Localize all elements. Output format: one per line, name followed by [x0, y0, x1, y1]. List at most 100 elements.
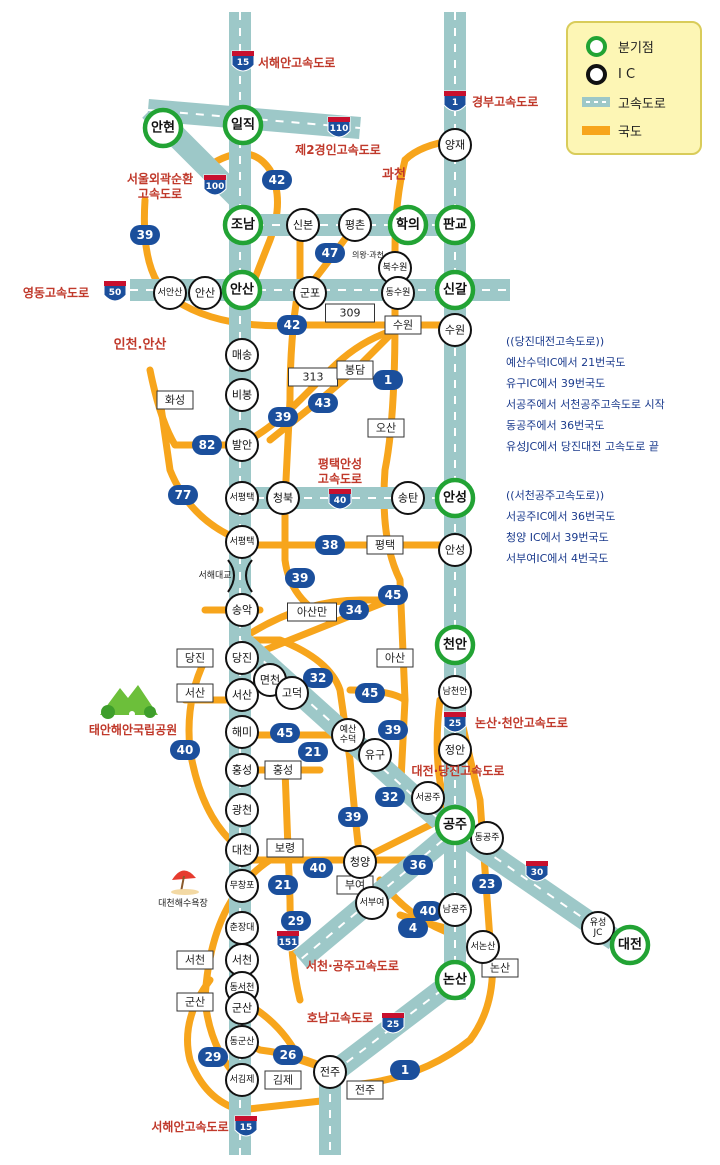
region-label-seohae_bridge: 서해대교	[198, 570, 231, 581]
highway-label-gyeongbu: 경부고속도로	[472, 95, 538, 109]
highway-shield-number: 151	[279, 938, 298, 948]
route-badge-label: 36	[410, 858, 427, 872]
branch-node-cheonan: 천안	[434, 624, 476, 666]
ic-node-label: 동군산	[230, 1036, 255, 1047]
ic-node-label: 서부여	[360, 896, 385, 908]
route-badge-38: 38	[315, 535, 345, 555]
highway-labels: 서해안고속도로경부고속도로제2경인고속도로서울외곽순환고속도로영동고속도로평택안…	[23, 55, 568, 1134]
route-badge-label: 39	[137, 228, 154, 242]
place-box-seosan: 서산	[176, 683, 214, 703]
beach-umbrella-icon	[171, 870, 199, 895]
region-label-daecheon_beach: 대천해수욕장	[158, 898, 208, 909]
branch-node-anhyeon: 안현	[142, 107, 184, 149]
route-badge-label: 23	[479, 877, 496, 891]
branch-node-daejeon: 대전	[609, 924, 651, 966]
branch-node-anseong: 안성	[434, 477, 476, 519]
route-badge-82: 82	[192, 435, 222, 455]
ic-node-label: 서천	[232, 953, 252, 967]
legend-national-road: 국도	[582, 119, 642, 141]
ic-node-label: 당진	[232, 652, 252, 665]
notes-dangjin-title: ((당진대전고속도로))	[506, 335, 605, 348]
branch-node-label: 공주	[443, 818, 467, 833]
note-line: 예산수덕IC에서 21번국도	[506, 356, 626, 369]
route-badge-label: 77	[175, 488, 192, 502]
highway-shield-15-icon: 15	[231, 50, 255, 72]
route-badge-label: 4	[409, 921, 417, 935]
ic-node-seobuyeo: 서부여	[355, 886, 389, 920]
route-badge-40: 40	[413, 901, 443, 921]
highway-shield-number: 15	[240, 1123, 253, 1133]
branch-node-label: 천안	[443, 637, 467, 653]
place-box-hongseong: 홍성	[264, 760, 302, 780]
note-line: 서공주IC에서 36번국도	[506, 510, 616, 523]
highway-shield-number: 15	[237, 58, 250, 68]
ic-node-seonosan: 서논산	[466, 930, 500, 964]
ic-node-chunjangdae: 춘장대	[225, 911, 259, 945]
ic-node-label: 매송	[232, 349, 252, 362]
route-badge-39: 39	[338, 807, 368, 827]
place-box-label: 당진	[185, 652, 205, 665]
route-badge-label: 40	[310, 861, 327, 875]
route-badge-21: 21	[268, 875, 298, 895]
route-badge-label: 29	[205, 1050, 222, 1064]
place-box-hwaseong: 화성	[156, 390, 194, 410]
ic-node-label: 유성	[590, 917, 607, 928]
place-box-r313: 313	[288, 367, 338, 387]
note-line: 서공주에서 서천공주고속도로 시작	[506, 398, 665, 411]
place-box-label: 아산	[385, 652, 405, 665]
ic-symbol-icon	[585, 63, 607, 85]
ic-node-label: 홍성	[232, 763, 252, 777]
route-badge-40: 40	[170, 740, 200, 760]
route-badge-45: 45	[270, 723, 300, 743]
ic-node-seosan: 서산	[225, 678, 259, 712]
route-badge-39: 39	[268, 407, 298, 427]
route-badge-label: 40	[420, 904, 437, 918]
route-badge-label: 1	[401, 1063, 409, 1077]
ic-node-label: 서평택	[230, 536, 255, 547]
place-box-gimje: 김제	[264, 1070, 302, 1090]
place-box-label: 수원	[393, 319, 413, 332]
note-line: 유성JC에서 당진대전 고속도로 끝	[506, 440, 659, 453]
ic-node-cheongyang: 청양	[343, 845, 377, 879]
ic-node-gwangcheon: 광천	[225, 793, 259, 827]
highway-shield-110-icon: 110	[327, 116, 351, 138]
route-badge-40: 40	[303, 858, 333, 878]
place-box-r309: 309	[325, 303, 375, 323]
highway-shield-1-icon: 1	[443, 90, 467, 112]
route-badge-29: 29	[198, 1047, 228, 1067]
route-badge-label: 1	[384, 373, 392, 387]
legend-national-road-label: 국도	[618, 124, 642, 140]
place-box-label: 서산	[185, 687, 205, 700]
branch-node-ansan: 안산	[221, 269, 263, 311]
ic-node-label: 발안	[232, 439, 252, 452]
ic-node-maesong: 매송	[225, 338, 259, 372]
ic-node-songak: 송악	[225, 593, 259, 627]
route-badge-47: 47	[315, 243, 345, 263]
route-badge-39: 39	[130, 225, 160, 245]
region-label-taean_park: 태안해안국립공원	[89, 722, 177, 737]
region-label-uiwang_gwacheon: 의왕·과천	[352, 250, 384, 260]
ic-node-label: 남공주	[443, 904, 468, 915]
note-line: 유구IC에서 39번국도	[506, 377, 606, 390]
highway-label-daejeon_dangjin: 대전·당진고속도로	[412, 763, 505, 778]
route-badge-label: 29	[288, 914, 305, 928]
ic-node-haemi: 해미	[225, 715, 259, 749]
route-badge-21: 21	[298, 742, 328, 762]
route-badge-43: 43	[308, 393, 338, 413]
highway-shield-15-icon: 15	[234, 1115, 258, 1137]
branch-node-jonam: 조남	[222, 204, 264, 246]
ic-node-seoansan: 서안산	[153, 276, 187, 310]
route-badge-label: 39	[345, 810, 362, 824]
ic-node-label: 신본	[293, 219, 313, 232]
ic-node-gunpo: 군포	[293, 276, 327, 310]
ic-node-pyeongchon: 평촌	[338, 208, 372, 242]
branch-node-label: 안산	[230, 282, 254, 298]
ic-node-label: 군포	[300, 287, 320, 300]
route-badge-77: 77	[168, 485, 198, 505]
place-box-label: 홍성	[273, 763, 293, 777]
ic-node-label: 동서천	[230, 982, 255, 993]
place-box-label: 화성	[165, 394, 185, 407]
legend: 분기점 I C 고속도로 국도	[566, 21, 702, 155]
